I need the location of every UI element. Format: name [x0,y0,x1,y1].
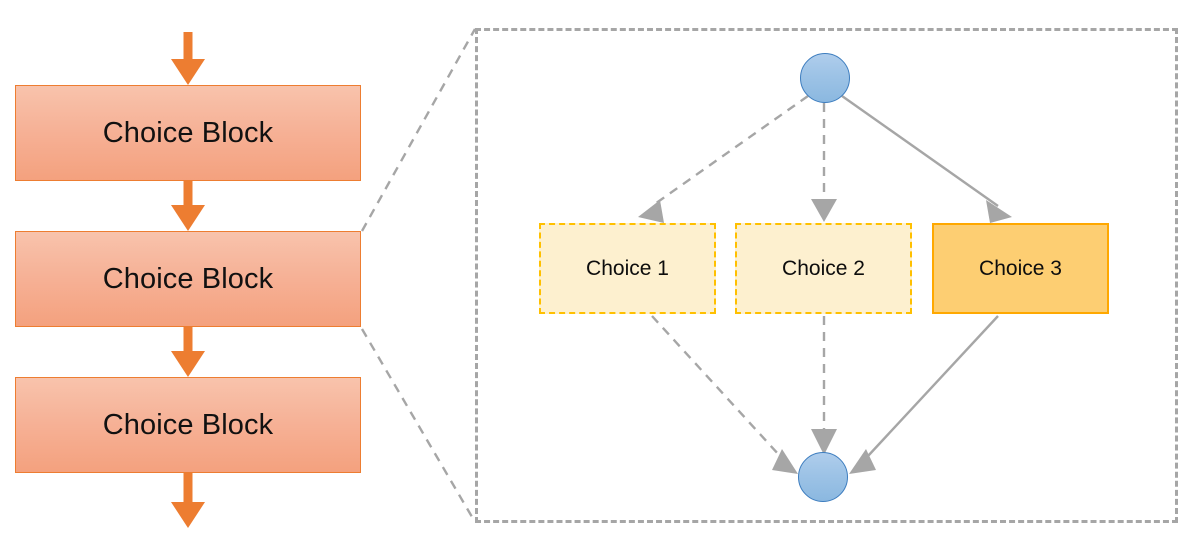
choice-block-3-label: Choice Block [102,408,274,441]
arrow-in [171,32,205,85]
arrow-1-to-2 [171,181,205,231]
choice-option-3-label: Choice 3 [979,257,1062,280]
arrow-2-to-3 [171,327,205,377]
arrow-out [171,473,205,528]
choice-option-2-label: Choice 2 [782,257,865,280]
start-node-circle[interactable] [800,53,850,103]
choice-option-2[interactable]: Choice 2 [735,223,912,314]
choice-option-1[interactable]: Choice 1 [539,223,716,314]
choice-block-2-label: Choice Block [102,262,274,295]
callout-leader-lines [360,28,477,523]
callout-frame [475,28,1178,523]
choice-option-3[interactable]: Choice 3 [932,223,1109,314]
choice-block-3[interactable]: Choice Block [15,377,361,473]
choice-block-1[interactable]: Choice Block [15,85,361,181]
choice-block-2[interactable]: Choice Block [15,231,361,327]
choice-option-1-label: Choice 1 [586,257,669,280]
choice-block-1-label: Choice Block [102,116,274,149]
end-node-circle[interactable] [798,452,848,502]
